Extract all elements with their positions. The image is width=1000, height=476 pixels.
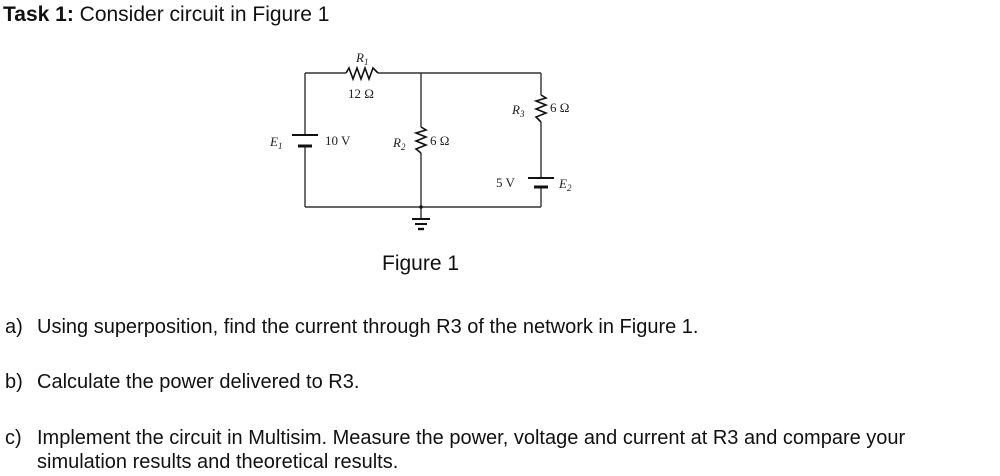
question-b-text: Calculate the power delivered to R3.: [37, 371, 360, 393]
question-a-label: a): [5, 316, 23, 338]
resistor-r3-symbol: [533, 94, 549, 123]
r2-label: R2: [392, 135, 406, 152]
circuit-diagram: R1 12 Ω E1 10 V R2 6 Ω R3 6 Ω 5 V E2: [269, 50, 572, 231]
e1-label: E1: [269, 134, 282, 151]
question-a-text: Using superposition, find the current th…: [37, 316, 699, 338]
question-b: b) Calculate the power delivered to R3.: [5, 370, 359, 394]
r1-value: 12 Ω: [348, 86, 374, 101]
e2-label: E2: [558, 176, 572, 193]
task-label: Task 1:: [3, 3, 74, 26]
task-heading: Task 1: Consider circuit in Figure 1: [3, 3, 329, 27]
task-text: Consider circuit in Figure 1: [73, 3, 330, 26]
e1-value: 10 V: [325, 133, 351, 148]
resistor-r2-symbol: [413, 126, 429, 154]
battery-e2-symbol: [528, 177, 554, 189]
question-a: a) Using superposition, find the current …: [5, 315, 698, 339]
r2-value: 6 Ω: [430, 133, 449, 148]
resistor-r1-symbol: [345, 65, 379, 82]
r1-label: R1: [355, 50, 368, 67]
question-c-continuation: simulation results and theoretical resul…: [37, 451, 399, 473]
junction-dot: [419, 205, 423, 209]
ground-icon: [412, 218, 430, 231]
r3-value: 6 Ω: [550, 100, 569, 115]
question-b-label: b): [5, 371, 23, 393]
e2-value: 5 V: [496, 175, 516, 190]
question-c: c) Implement the circuit in Multisim. Mea…: [5, 426, 905, 474]
question-c-label: c): [5, 427, 22, 449]
r3-label: R3: [511, 102, 525, 119]
figure-caption: Figure 1: [382, 252, 460, 275]
battery-e1-symbol: [292, 134, 318, 148]
question-c-text: Implement the circuit in Multisim. Measu…: [37, 427, 906, 449]
